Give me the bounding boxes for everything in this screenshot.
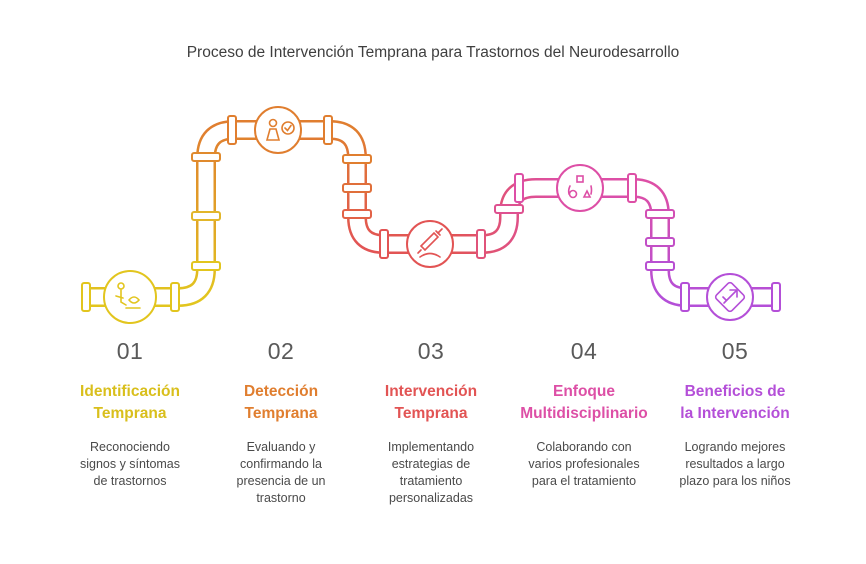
step-5-desc-line3: plazo para los niños — [679, 474, 791, 488]
step-1-desc-line1: Reconociendo — [90, 440, 170, 454]
step-3-desc-line3: tratamiento — [399, 474, 463, 488]
step-2-node — [254, 106, 302, 154]
step-5-title: Beneficios de la Intervención — [655, 381, 815, 425]
step-4-desc-line3: para el tratamiento — [531, 474, 637, 488]
step-2-description: Evaluando y confirmando la presencia de … — [201, 439, 361, 507]
pipe-segment-3 — [450, 178, 560, 254]
step-3-desc-line2: estrategias de — [391, 457, 471, 471]
step-5-title-line2: la Intervención — [680, 405, 790, 422]
step-3-desc-line1: Implementando — [387, 440, 475, 454]
child-hand-icon — [115, 282, 141, 309]
step-1-node — [103, 270, 157, 324]
step-1-number: 01 — [116, 338, 144, 364]
step-2-desc-line4: trastorno — [256, 491, 306, 505]
step-1-description: Reconociendo signos y síntomas de trasto… — [50, 439, 210, 490]
step-3-description: Implementando estrategias de tratamiento… — [351, 439, 511, 507]
pipe-segment-4 — [600, 178, 780, 307]
step-4-desc-line2: varios profesionales — [528, 457, 640, 471]
step-1-desc-line2: signos y síntomas — [79, 457, 181, 471]
step-5-title-line1: Beneficios de — [684, 383, 786, 400]
step-2-number: 02 — [267, 338, 295, 364]
step-2: 02 Detección Temprana Evaluando y confir… — [201, 338, 361, 507]
step-1-title-line2: Temprana — [93, 405, 167, 422]
chip-arrow-icon — [714, 281, 746, 313]
step-1: 01 Identificación Temprana Reconociendo … — [50, 338, 210, 490]
pipe-segment-1 — [82, 120, 262, 307]
step-5-node — [706, 273, 754, 321]
step-1-title-line1: Identificación — [80, 383, 180, 400]
step-5: 05 Beneficios de la Intervención Logrand… — [655, 338, 815, 490]
step-3-desc-line4: personalizadas — [388, 491, 474, 505]
page-title: Proceso de Intervención Temprana para Tr… — [186, 44, 680, 61]
step-1-desc-line3: de trastornos — [93, 474, 167, 488]
step-2-desc-line1: Evaluando y — [246, 440, 316, 454]
step-2-title: Detección Temprana — [201, 381, 361, 425]
step-2-desc-line2: confirmando la — [240, 457, 322, 471]
step-2-title-line1: Detección — [243, 383, 319, 400]
step-3-number: 03 — [417, 338, 445, 364]
person-check-icon — [265, 118, 295, 141]
step-2-title-line2: Temprana — [244, 405, 318, 422]
step-4-node — [556, 164, 604, 212]
step-4-title-line1: Enfoque — [553, 383, 615, 400]
pipe-flanges — [81, 115, 781, 312]
step-5-number: 05 — [721, 338, 749, 364]
team-shapes-icon — [567, 175, 593, 199]
step-5-desc-line2: resultados a largo — [685, 457, 785, 471]
syringe-icon — [417, 228, 443, 258]
step-3-title: Intervención Temprana — [351, 381, 511, 425]
step-3-title-line1: Intervención — [384, 383, 478, 400]
step-3: 03 Intervención Temprana Implementando e… — [351, 338, 511, 507]
step-5-description: Logrando mejores resultados a largo plaz… — [655, 439, 815, 490]
step-3-title-line2: Temprana — [394, 405, 468, 422]
step-4-desc-line1: Colaborando con — [536, 440, 632, 454]
step-4: 04 Enfoque Multidisciplinario Colaborand… — [504, 338, 664, 490]
step-5-desc-line1: Logrando mejores — [684, 440, 786, 454]
step-4-number: 04 — [570, 338, 598, 364]
step-4-description: Colaborando con varios profesionales par… — [504, 439, 664, 490]
step-4-title-line2: Multidisciplinario — [520, 405, 648, 422]
step-3-node — [406, 220, 454, 268]
step-1-title: Identificación Temprana — [50, 381, 210, 425]
step-2-desc-line3: presencia de un — [236, 474, 326, 488]
step-4-title: Enfoque Multidisciplinario — [504, 381, 664, 425]
